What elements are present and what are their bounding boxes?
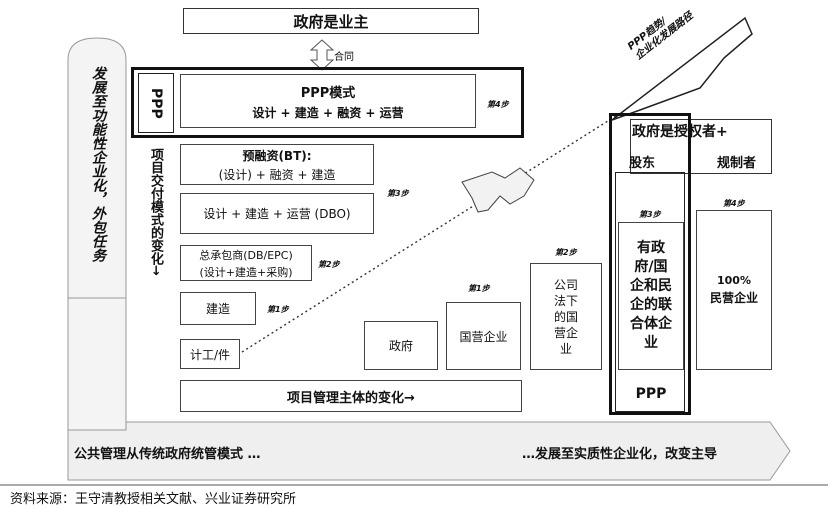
piecework-box: 计工/件: [180, 339, 240, 369]
shareholder-label: 股东: [629, 156, 656, 171]
mgmt-change-label: 项目管理主体的变化→: [287, 390, 415, 406]
ppp-mode-box: PPP模式 设计 + 建造 + 融资 + 运营: [180, 74, 476, 128]
bottom-arrow-band: [67, 421, 791, 481]
piecework-label: 计工/件: [189, 347, 231, 362]
soe-box: 国营企业: [446, 302, 521, 370]
company-law-soe-box: 公司法下的国营企业: [530, 263, 602, 370]
trend-arrow: [611, 16, 753, 121]
soe-label: 国营企业: [459, 329, 508, 344]
step4-left: 第4步: [487, 100, 509, 109]
top-title: 政府是业主: [293, 12, 369, 31]
gov-label: 政府: [388, 339, 413, 353]
epc-line1: 总承包商(DB/EPC): [199, 248, 293, 262]
vertical-left-text: 发展至功能性企业化，外包任务: [90, 66, 106, 262]
dbo-label: 设计 + 建造 + 运营 (DBO): [203, 207, 351, 221]
epc-line2: (设计+建造+采购): [199, 265, 293, 279]
bt-title: 预融资(BT):: [242, 148, 312, 163]
auth-header-box: [630, 119, 772, 174]
left-vertical-band: [67, 37, 127, 431]
twisted-double-arrow: [461, 167, 535, 213]
ppp-mode-title: PPP模式: [300, 85, 356, 101]
step1-mid: 第1步: [468, 284, 490, 293]
dbo-box: 设计 + 建造 + 运营 (DBO): [180, 193, 374, 234]
contract-label: 合同: [334, 52, 354, 63]
step2-left: 第2步: [318, 260, 340, 269]
auth-header: 政府是授权者+: [632, 124, 728, 140]
step2-mid: 第2步: [555, 248, 577, 257]
regulator-label: 规制者: [717, 156, 757, 171]
ppp-mode-desc: 设计 + 建造 + 融资 + 运营: [252, 105, 404, 120]
ppp-bottom-box: PPP: [618, 378, 684, 410]
bt-box: 预融资(BT): (设计) + 融资 + 建造: [180, 144, 374, 185]
contract-arrow: [309, 39, 335, 71]
mgmt-change-box: 项目管理主体的变化→: [180, 380, 522, 412]
ppp-bottom-label: PPP: [635, 386, 667, 402]
epc-box: 总承包商(DB/EPC) (设计+建造+采购): [180, 245, 312, 281]
public-mgmt-text: 公共管理从传统政府统管模式 …: [74, 447, 261, 462]
ppp-mode-frame: [131, 67, 524, 138]
gov-box: 政府: [364, 321, 438, 370]
private-box: 100% 民营企业: [696, 210, 772, 370]
bt-desc: (设计) + 融资 + 建造: [218, 167, 336, 182]
vertical-mid-text: 项目交付模式的变化→: [148, 148, 163, 276]
jv-box: 有政府/国企和民企的联合体企业: [618, 222, 684, 370]
build-label: 建造: [205, 302, 230, 316]
build-box: 建造: [180, 292, 256, 325]
private-line2: 民营企业: [709, 291, 758, 305]
jv-label: 有政府/国企和民企的联合体企业: [629, 240, 672, 351]
enterprise-text: …发展至实质性企业化，改变主导: [522, 447, 718, 462]
step3-right: 第3步: [639, 210, 661, 219]
ppp-column-inner: [615, 172, 685, 412]
step1-left: 第1步: [267, 305, 289, 314]
ppp-column-frame: [609, 113, 691, 415]
source-text: 资料来源：王守清教授相关文献、兴业证券研究所: [10, 492, 297, 507]
step4-right: 第4步: [723, 199, 745, 208]
step3-left: 第3步: [387, 189, 409, 198]
company-law-soe-label: 公司法下的国营企业: [553, 277, 578, 356]
ppp-tag-box: PPP: [138, 73, 174, 133]
top-title-box: 政府是业主: [183, 8, 479, 34]
ppp-tag: PPP: [148, 87, 164, 119]
private-line1: 100%: [717, 274, 751, 287]
